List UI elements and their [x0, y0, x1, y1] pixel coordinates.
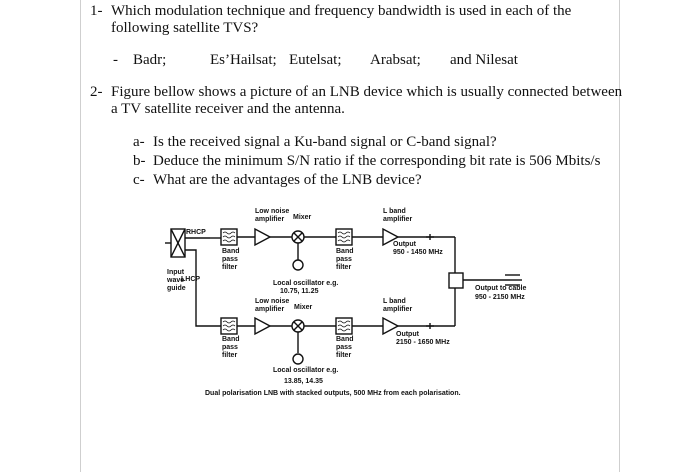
lna-bottom-icon: [254, 316, 272, 336]
lband-bottom-label-1: L band: [383, 298, 406, 305]
output-cable-label-1: Output to cable: [475, 285, 527, 292]
channel-nilesat: and Nilesat: [450, 52, 518, 68]
lna-bottom-label-2: amplifier: [255, 306, 285, 313]
lo-top-label-1: Local oscillator e.g.: [273, 280, 339, 287]
output-top-label-1: Output: [393, 241, 416, 248]
bpf-bottom-left-label-3: filter: [222, 352, 238, 359]
bpf-bottom-left-label-1: Band: [222, 336, 240, 343]
lo-top-icon: [292, 259, 304, 271]
bpf-top-left-icon: [220, 228, 238, 246]
q1-line1: Which modulation technique and frequency…: [111, 3, 572, 19]
q2-number: 2-: [90, 84, 103, 100]
figure-caption: Dual polarisation LNB with stacked outpu…: [205, 390, 461, 397]
lna-bottom-label-1: Low noise: [255, 298, 290, 305]
lhcp-label: LHCP: [181, 276, 201, 283]
bpf-bottom-right-label-2: pass: [336, 344, 352, 351]
output-bottom-label-2: 2150 - 1650 MHz: [396, 339, 450, 346]
lo-bottom-icon: [292, 353, 304, 365]
lband-top-label-2: amplifier: [383, 216, 413, 223]
mixer-bottom-icon: [291, 319, 305, 333]
input-waveguide-label-1: Input: [167, 269, 185, 276]
bpf-top-left-label-3: filter: [222, 264, 238, 271]
q2-part-a-text: Is the received signal a Ku-band signal …: [153, 134, 497, 150]
q1-line2: following satellite TVS?: [111, 20, 259, 36]
q2-part-c-marker: c-: [133, 172, 145, 188]
bpf-bottom-right-icon: [335, 317, 353, 335]
lband-top-label-1: L band: [383, 208, 406, 215]
channel-eshailsat: Es’Hailsat;: [210, 52, 277, 68]
output-top-connector-icon: [426, 234, 434, 240]
bpf-bottom-right-label-1: Band: [336, 336, 354, 343]
mixer-bottom-label: Mixer: [294, 304, 313, 311]
bpf-top-left-label-2: pass: [222, 256, 238, 263]
q2-part-c-text: What are the advantages of the LNB devic…: [153, 172, 422, 188]
input-waveguide-label-2: wave: [167, 277, 185, 284]
bpf-top-right-label-2: pass: [336, 256, 352, 263]
mixer-top-icon: [291, 230, 305, 244]
lband-amp-top-icon: [382, 227, 400, 247]
q2-part-b-marker: b-: [133, 153, 146, 169]
output-top-label-2: 950 - 1450 MHz: [393, 249, 443, 256]
q2-part-a-marker: a-: [133, 134, 145, 150]
q2-line2: a TV satellite receiver and the antenna.: [111, 101, 345, 117]
combiner-icon: [448, 272, 464, 289]
page-frame: [80, 0, 620, 472]
waveguide-input-icon: [165, 228, 186, 258]
lna-top-label-1: Low noise: [255, 208, 290, 215]
lna-top-icon: [254, 227, 272, 247]
lo-bottom-label-2: 13.85, 14.35: [284, 378, 323, 385]
output-bottom-label-1: Output: [396, 331, 419, 338]
q1-dash: -: [113, 52, 118, 68]
bpf-bottom-left-label-2: pass: [222, 344, 238, 351]
channel-badr: Badr;: [133, 52, 167, 68]
output-cable-label-2: 950 - 2150 MHz: [475, 294, 525, 301]
bpf-top-right-label-3: filter: [336, 264, 352, 271]
lo-top-label-2: 10.75, 11.25: [280, 288, 319, 295]
input-waveguide-label-3: guide: [167, 285, 186, 292]
channel-arabsat: Arabsat;: [370, 52, 421, 68]
bpf-top-left-label-1: Band: [222, 248, 240, 255]
lna-top-label-2: amplifier: [255, 216, 285, 223]
output-bottom-connector-icon: [426, 323, 434, 329]
cable-connector-icon: [505, 274, 522, 286]
channel-eutelsat: Eutelsat;: [289, 52, 342, 68]
lband-amp-bottom-icon: [382, 316, 400, 336]
bpf-bottom-right-label-3: filter: [336, 352, 352, 359]
bpf-top-right-label-1: Band: [336, 248, 354, 255]
bpf-top-right-icon: [335, 228, 353, 246]
lo-bottom-label-1: Local oscillator e.g.: [273, 367, 339, 374]
mixer-top-label: Mixer: [293, 214, 312, 221]
rhcp-label: RHCP: [186, 229, 206, 236]
q2-part-b-text: Deduce the minimum S/N ratio if the corr…: [153, 153, 601, 169]
bpf-bottom-left-icon: [220, 317, 238, 335]
lband-bottom-label-2: amplifier: [383, 306, 413, 313]
q2-line1: Figure bellow shows a picture of an LNB …: [111, 84, 623, 100]
q1-number: 1-: [90, 3, 103, 19]
